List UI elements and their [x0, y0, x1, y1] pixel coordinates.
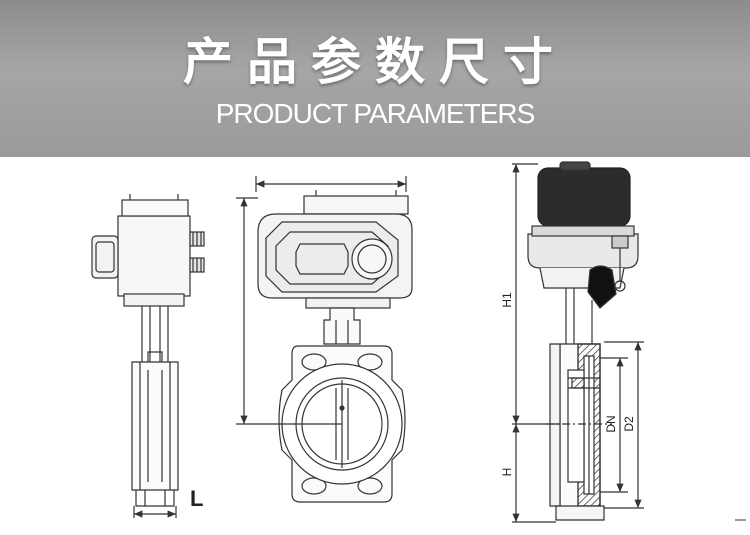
dimension-H: H	[500, 468, 514, 477]
front-view	[236, 176, 413, 503]
side-view	[91, 194, 205, 518]
dimension-D2: D2	[622, 416, 636, 432]
dimension-DN: DN	[604, 415, 618, 432]
dimension-L: L	[190, 486, 203, 511]
technical-drawing: L	[91, 161, 746, 523]
header-banner: 产品参数尺寸 PRODUCT PARAMETERS	[0, 0, 750, 157]
dimension-H1: H1	[500, 292, 514, 308]
title-chinese: 产品参数尺寸	[183, 33, 567, 91]
title-english: PRODUCT PARAMETERS	[215, 98, 536, 129]
section-view	[512, 161, 644, 523]
